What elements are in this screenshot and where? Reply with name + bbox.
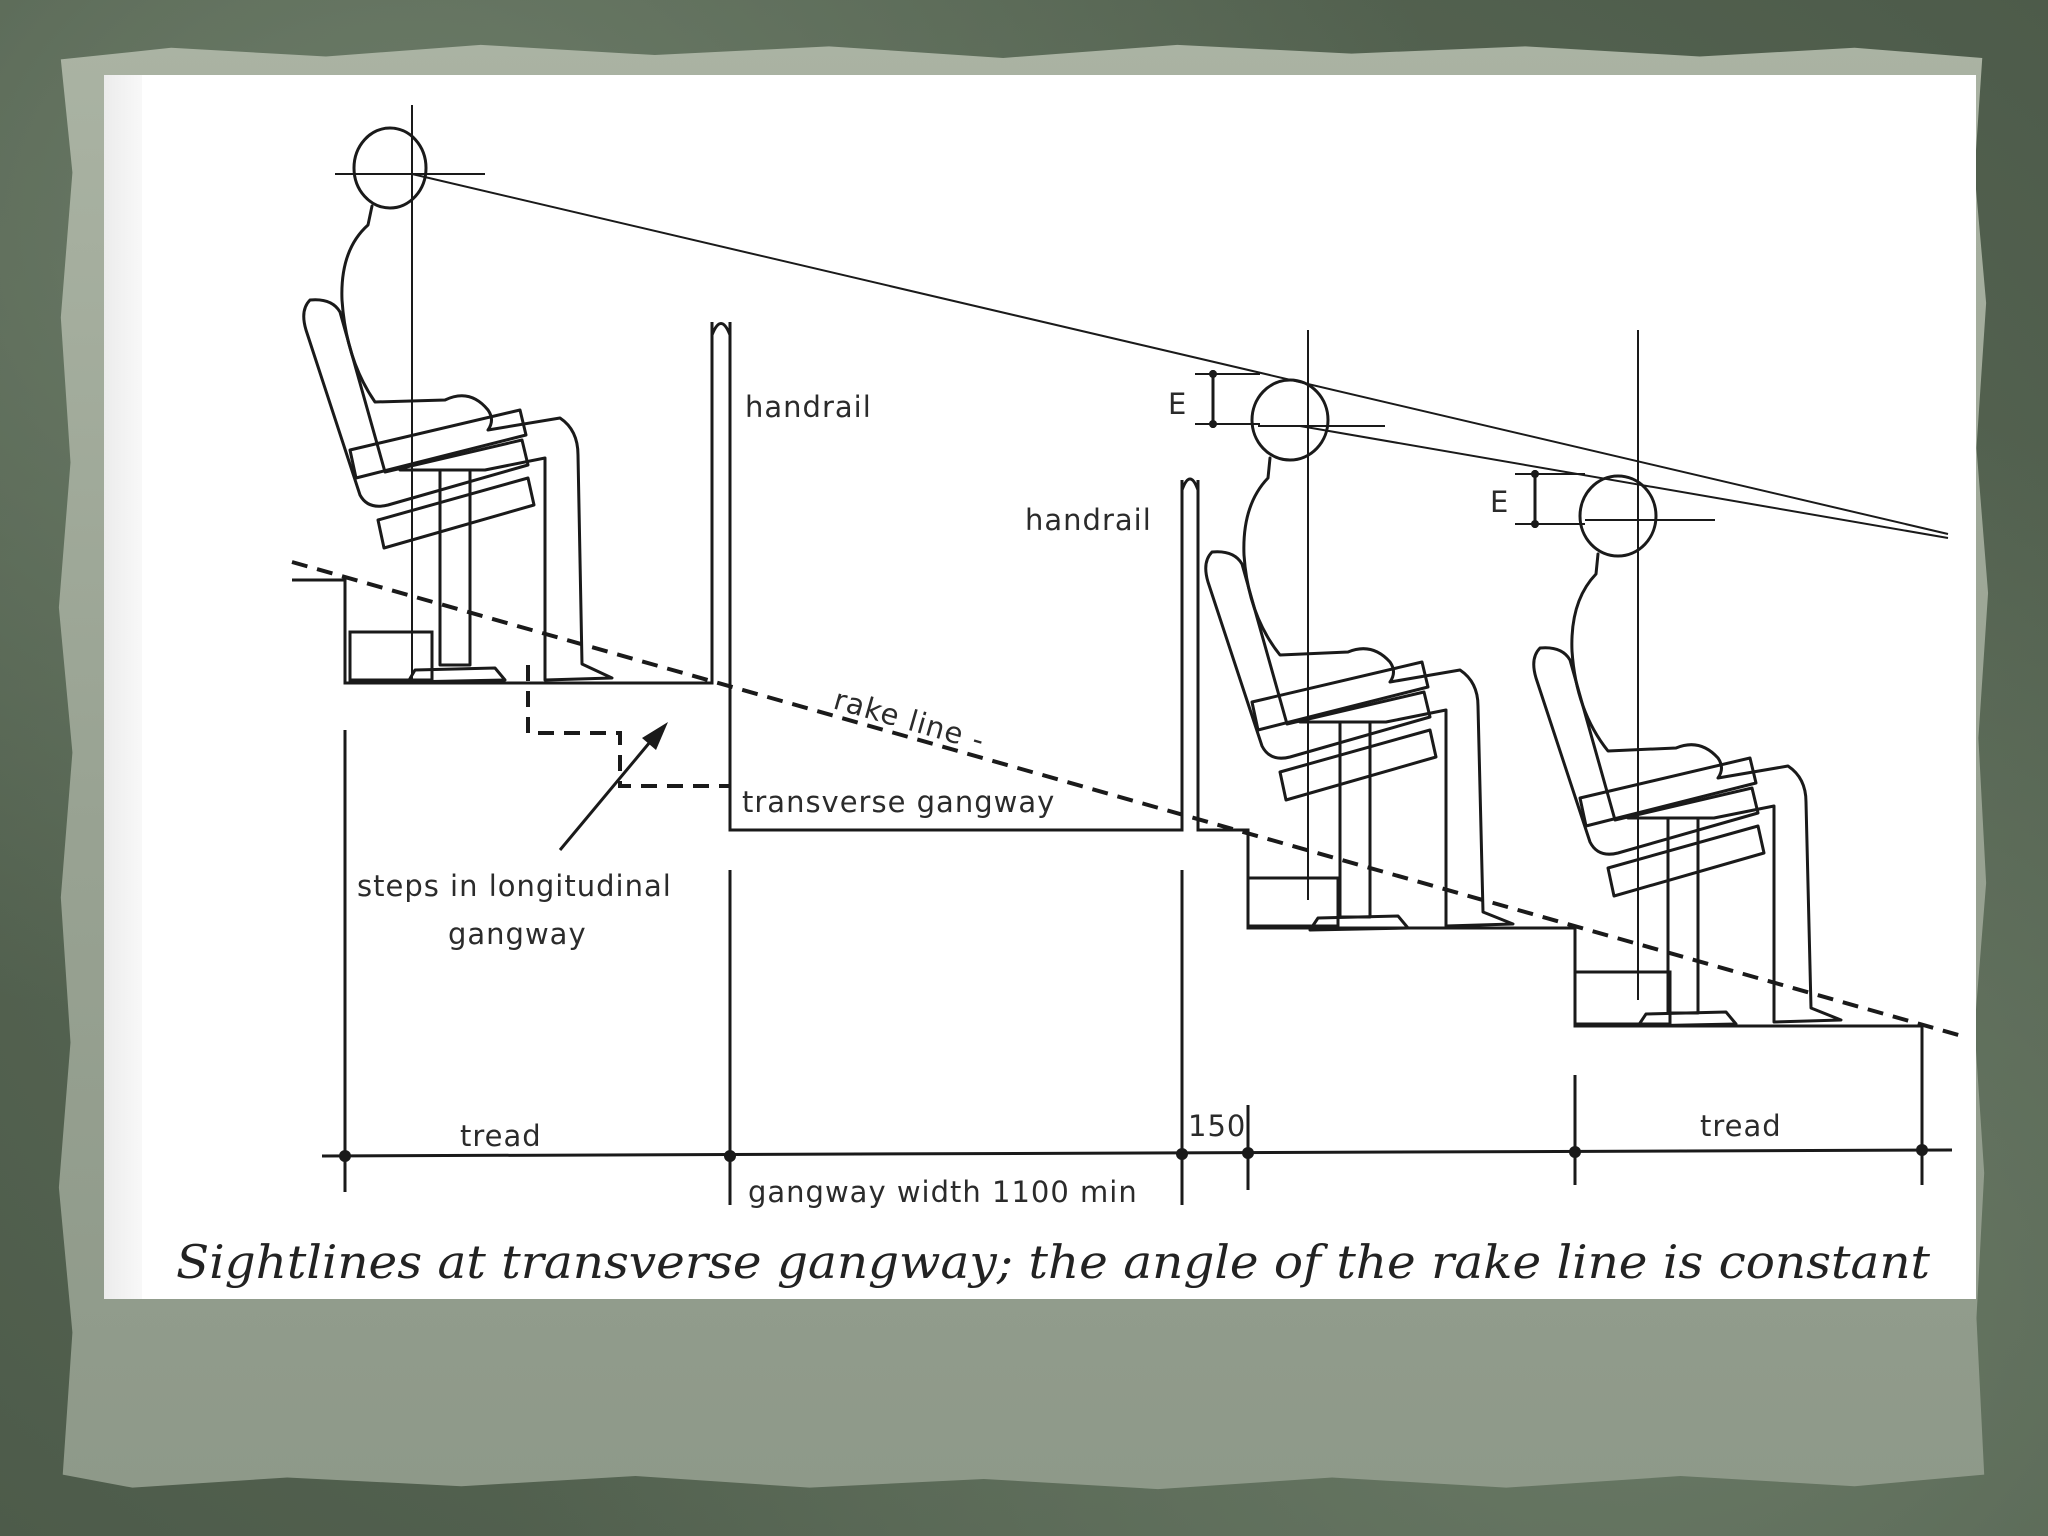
- handrails: [710, 322, 1200, 830]
- label-tread-left: tread: [460, 1119, 542, 1153]
- seat-base-3: [1573, 970, 1672, 1026]
- sightline-secondary: [1299, 425, 1949, 539]
- label-transverse-gangway: transverse gangway: [742, 785, 1055, 819]
- handrail-lower-shape: [1180, 477, 1200, 830]
- seat-base-2: [1246, 876, 1340, 928]
- sightlines: [411, 173, 1949, 539]
- seated-figure-2: [1204, 378, 1515, 932]
- step-profile: [292, 322, 1924, 1120]
- dimension-baseline: [321, 730, 1953, 1205]
- seat-base-1: [348, 630, 434, 682]
- longitudinal-steps: [526, 665, 730, 851]
- seated-figure-3: [1532, 474, 1843, 1028]
- label-handrail-upper: handrail: [745, 390, 872, 424]
- sightline-primary: [411, 173, 1949, 535]
- label-steps-line2: gangway: [448, 917, 587, 951]
- reference-lines: [335, 105, 1715, 1000]
- e-markers: [1195, 370, 1585, 528]
- label-handrail-lower: handrail: [1025, 503, 1152, 537]
- leader-arrowhead: [642, 722, 668, 750]
- label-e-upper: E: [1168, 387, 1187, 421]
- rake-line: [291, 560, 1963, 1038]
- label-gangway-width: gangway width 1100 min: [748, 1175, 1138, 1209]
- diagram-labels: handrail handrail rake line - transverse…: [357, 387, 1782, 1209]
- label-rake-line: rake line -: [830, 682, 989, 758]
- label-steps-line1: steps in longitudinal: [357, 869, 672, 903]
- handrail-upper-shape: [710, 322, 732, 683]
- label-dim-150: 150: [1188, 1109, 1246, 1143]
- leader-line: [558, 729, 662, 851]
- seated-figure-1: [302, 126, 614, 684]
- diagram-caption: Sightlines at transverse gangway; the an…: [176, 1235, 1931, 1289]
- label-e-lower: E: [1490, 485, 1509, 519]
- diagram-panel: [104, 75, 1976, 1299]
- label-tread-right: tread: [1700, 1109, 1782, 1143]
